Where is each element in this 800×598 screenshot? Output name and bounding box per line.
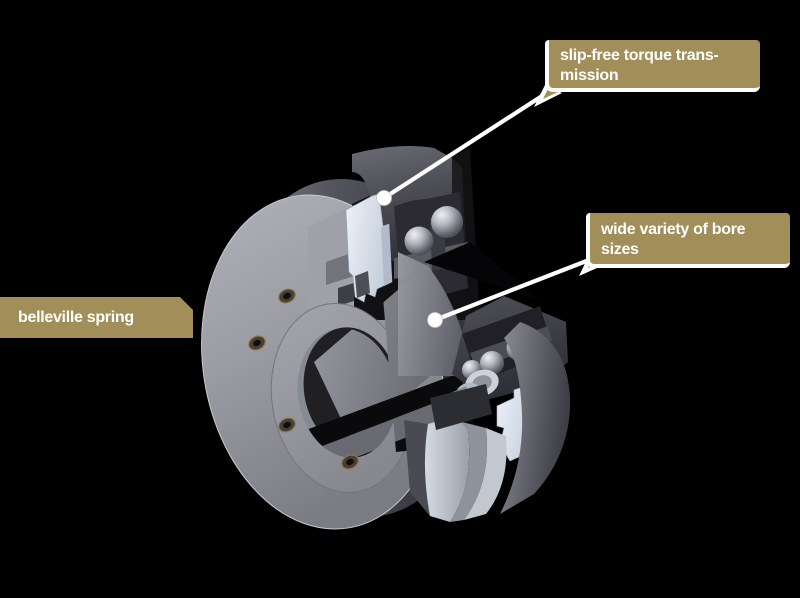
front-ring-band xyxy=(424,420,470,522)
slip-element-base xyxy=(355,271,370,298)
callout-text: belleville spring xyxy=(18,308,134,326)
disc-cut-step xyxy=(326,252,354,285)
keyway-slot xyxy=(306,372,463,452)
callout-bore-sizes: wide variety of bore sizes xyxy=(586,213,790,268)
bearing-ball xyxy=(404,226,434,256)
bearing-ball xyxy=(480,351,504,375)
slip-element-shade xyxy=(381,224,392,286)
leader-line-bore xyxy=(432,257,592,323)
leader-line-torque xyxy=(381,93,545,201)
front-ring-band xyxy=(450,422,488,522)
marker-dot-torque xyxy=(376,190,392,206)
marker-dot-bore xyxy=(427,312,443,328)
front-ring-band xyxy=(464,428,507,520)
callout-text: wide variety of bore sizes xyxy=(601,221,746,258)
coupling-body xyxy=(201,146,571,530)
hub-outer-bulge xyxy=(500,322,571,514)
ring-gap xyxy=(404,420,430,516)
callout-belleville-spring: belleville spring xyxy=(0,297,193,338)
callout-text: slip-free torque trans-mission xyxy=(560,47,719,84)
disc-cut-slot xyxy=(338,283,354,306)
callout-slip-free-torque: slip-free torque trans-mission xyxy=(545,40,760,92)
lower-dark-block xyxy=(430,384,492,430)
bearing-ball xyxy=(431,206,463,238)
disc-screw-holes xyxy=(248,288,359,470)
